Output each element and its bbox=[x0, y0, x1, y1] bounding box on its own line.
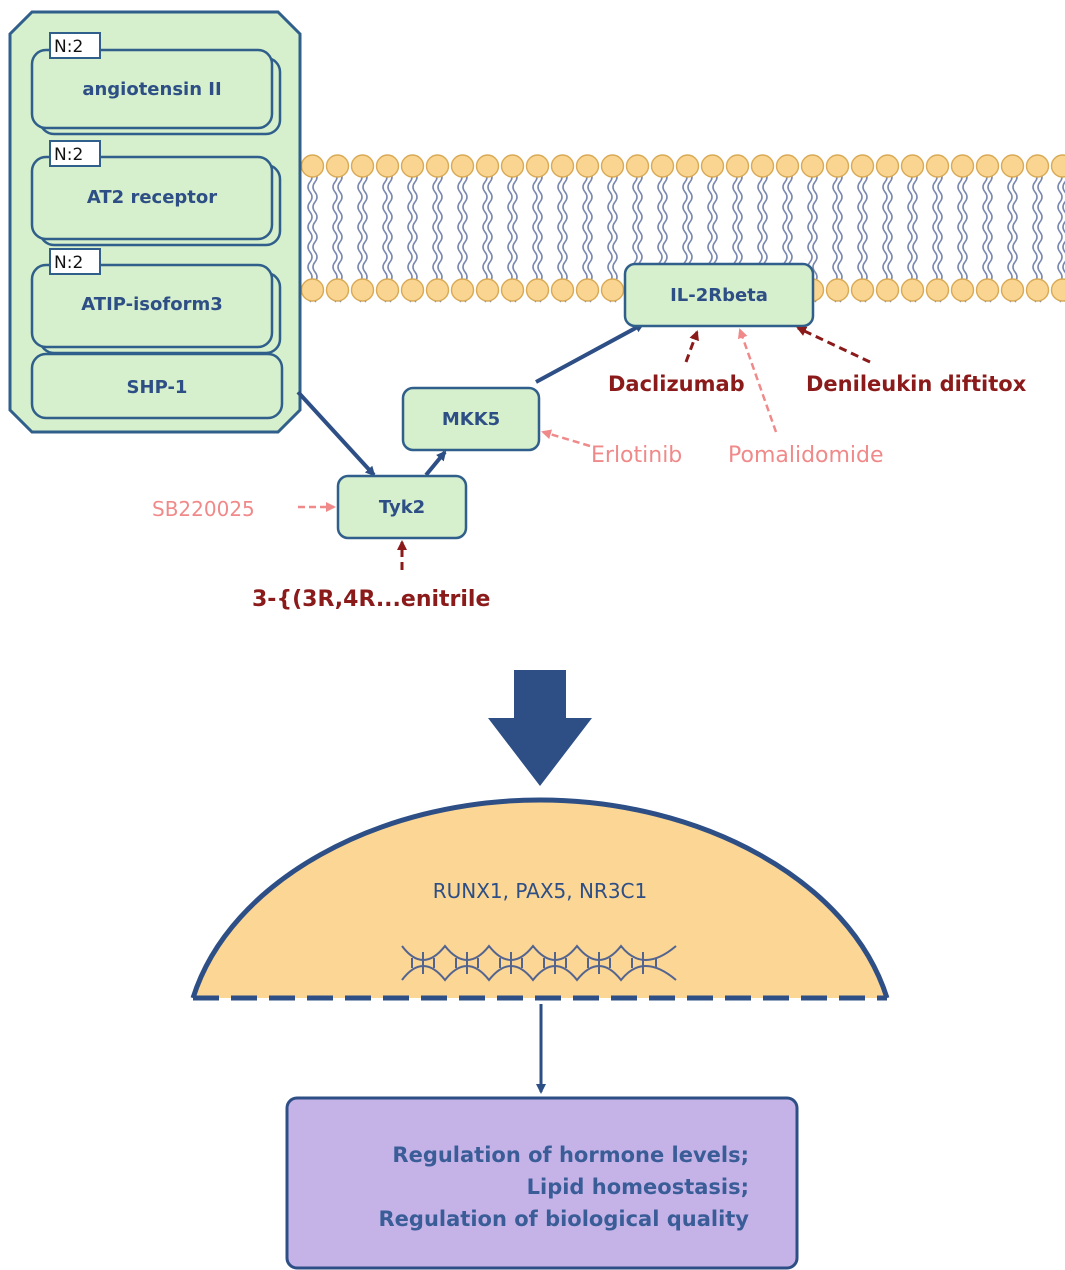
complex-member-label: AT2 receptor bbox=[87, 187, 217, 208]
outcome-line-3: Regulation of biological quality bbox=[379, 1207, 750, 1231]
complex-member-shp1[interactable]: SHP-1 bbox=[30, 352, 284, 420]
drug-daclizumab[interactable]: Daclizumab bbox=[608, 372, 745, 396]
nucleus bbox=[190, 797, 890, 1001]
drug-pomalidomide[interactable]: Pomalidomide bbox=[728, 443, 884, 468]
drug-erlotinib[interactable]: Erlotinib bbox=[591, 443, 682, 468]
node-il2rbeta[interactable]: IL-2Rbeta bbox=[623, 262, 815, 328]
complex-member-label: angiotensin II bbox=[82, 79, 221, 100]
edge-complex-to-tyk2 bbox=[296, 390, 376, 477]
badge-label: N:2 bbox=[54, 253, 83, 273]
badge-label: N:2 bbox=[54, 37, 83, 57]
outcome-line-2: Lipid homeostasis; bbox=[527, 1175, 749, 1199]
drug-denileukin-diftitox[interactable]: Denileukin diftitox bbox=[806, 372, 1027, 396]
drug-sb220025[interactable]: SB220025 bbox=[152, 497, 255, 521]
complex-member-label: ATIP-isoform3 bbox=[81, 294, 222, 315]
drug-compound-3r4r[interactable]: 3-{(3R,4R...enitrile bbox=[252, 587, 490, 612]
edge-erlotinib-to-mkk5 bbox=[541, 429, 591, 448]
edge-denileukin-to-il2rbeta bbox=[796, 326, 871, 364]
edge-daclizumab-to-il2rbeta bbox=[684, 330, 699, 363]
complex-member-angiotensin[interactable]: N:2 angiotensin II bbox=[30, 32, 282, 136]
complex-member-atip-isoform3[interactable]: N:2 ATIP-isoform3 bbox=[30, 248, 282, 355]
outcome-line-1: Regulation of hormone levels; bbox=[392, 1143, 749, 1167]
dna-icon bbox=[401, 944, 677, 982]
multimer-badge bbox=[49, 248, 101, 275]
edge-tyk2-to-mkk5 bbox=[424, 450, 447, 477]
complex-member-at2-receptor[interactable]: N:2 AT2 receptor bbox=[30, 140, 282, 247]
node-mkk5[interactable]: MKK5 bbox=[401, 386, 541, 452]
nucleus-genes: RUNX1, PAX5, NR3C1 bbox=[433, 879, 648, 903]
node-label: MKK5 bbox=[442, 409, 500, 430]
complex-member-label: SHP-1 bbox=[127, 377, 188, 398]
outcome-box[interactable]: Regulation of hormone levels; Lipid home… bbox=[285, 1096, 799, 1270]
node-tyk2[interactable]: Tyk2 bbox=[336, 474, 468, 540]
edge-pomalidomide-to-il2rbeta bbox=[737, 328, 778, 433]
node-label: Tyk2 bbox=[379, 497, 425, 518]
multimer-badge bbox=[49, 140, 101, 167]
edge-mkk5-to-il2rbeta bbox=[535, 322, 645, 384]
big-down-arrow bbox=[488, 670, 592, 786]
multimer-badge bbox=[49, 32, 101, 59]
node-label: IL-2Rbeta bbox=[670, 285, 768, 306]
badge-label: N:2 bbox=[54, 145, 83, 165]
